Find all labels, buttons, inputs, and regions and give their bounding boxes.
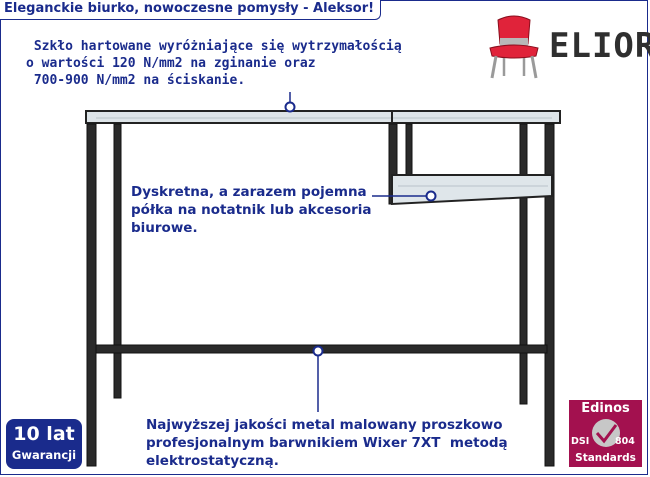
shelf-description: Dyskretna, a zarazem pojemna półka na no… [131, 184, 372, 236]
chair-icon [484, 14, 544, 84]
page-title: Eleganckie biurko, nowoczesne pomysły - … [0, 0, 382, 20]
warranty-label: Gwarancji [11, 448, 77, 462]
brand-logo: ELIOR [549, 26, 650, 66]
warranty-years: 10 lat [13, 423, 75, 445]
badge-number: 804 [615, 436, 635, 447]
metal-description: Najwyższej jakości metal malowany proszk… [146, 417, 508, 469]
glass-description: Szkło hartowane wyróżniające się wytrzym… [26, 39, 402, 88]
badge-standards: Standards [575, 452, 636, 464]
badge-dsi: DSI [571, 436, 590, 447]
badge-brand: Edinos [581, 401, 630, 416]
standards-badge: Edinos DSI 804 Standards [569, 400, 642, 467]
warranty-badge: 10 lat Gwarancji [6, 419, 82, 469]
check-icon [592, 419, 620, 447]
